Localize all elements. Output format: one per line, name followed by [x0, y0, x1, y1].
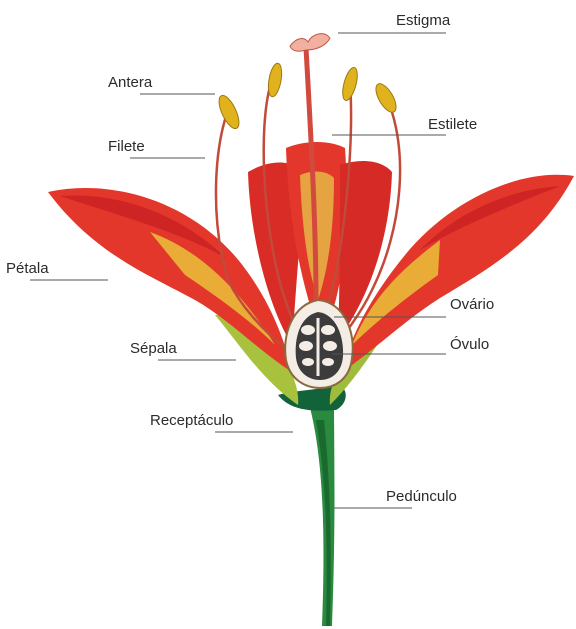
ovule-6 [322, 358, 334, 366]
label-petala: Pétala [6, 260, 49, 278]
label-pedunculo: Pedúnculo [386, 488, 457, 506]
label-estigma: Estigma [396, 12, 450, 30]
label-receptaculo: Receptáculo [150, 412, 233, 430]
ovule-5 [302, 358, 314, 366]
anther-4 [372, 81, 400, 116]
ovule-4 [323, 341, 337, 351]
ovule-3 [299, 341, 313, 351]
label-antera: Antera [108, 74, 152, 92]
label-filete: Filete [108, 138, 145, 156]
label-sepala: Sépala [130, 340, 177, 358]
anther-1 [215, 93, 243, 132]
anther-2 [266, 62, 284, 98]
ovule-2 [321, 325, 335, 335]
ovule-1 [301, 325, 315, 335]
label-ovulo: Óvulo [450, 336, 489, 354]
stigma [290, 34, 330, 52]
label-ovario: Ovário [450, 296, 494, 314]
anther-3 [340, 66, 360, 102]
label-estilete: Estilete [428, 116, 477, 134]
